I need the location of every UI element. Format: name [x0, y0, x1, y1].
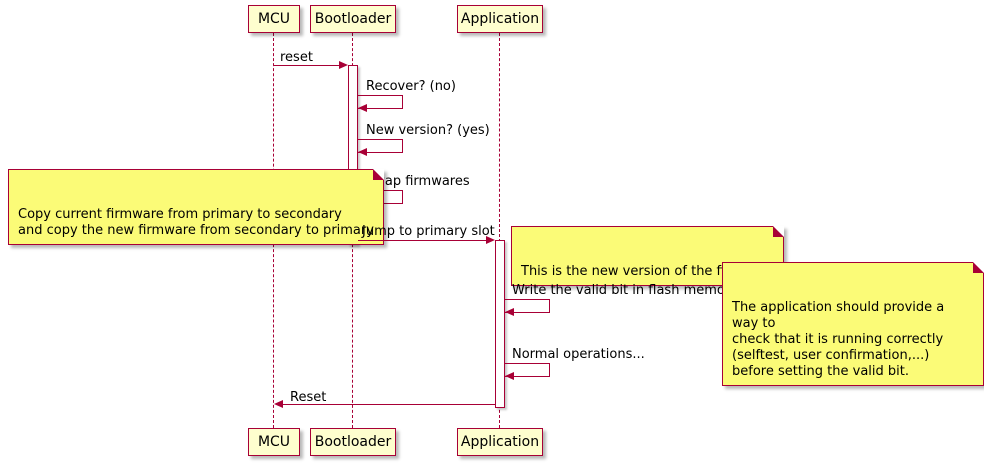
self-message-loop — [358, 95, 403, 109]
message-line — [283, 404, 495, 405]
self-message-loop — [505, 299, 550, 313]
message-line — [358, 240, 486, 241]
message-label: reset — [280, 50, 313, 65]
note-text: The application should provide a way to … — [732, 300, 945, 379]
arrowhead-left-icon — [505, 308, 514, 316]
participant-label: MCU — [257, 434, 291, 450]
note-copy-firmware: Copy current firmware from primary to se… — [8, 169, 384, 245]
arrowhead-left-icon — [274, 400, 283, 408]
note-fold-icon — [773, 226, 785, 237]
message-line — [274, 65, 339, 66]
self-message-loop — [358, 139, 403, 153]
participant-label: Application — [460, 434, 540, 450]
message-label: New version? (yes) — [366, 123, 490, 138]
note-fold-icon — [973, 262, 984, 273]
message-label: Jump to primary slot — [362, 224, 495, 239]
message-label: Recover? (no) — [366, 79, 456, 94]
lifeline-application — [499, 33, 500, 428]
note-text: Copy current firmware from primary to se… — [18, 207, 374, 238]
arrowhead-left-icon — [505, 372, 514, 380]
arrowhead-right-icon — [486, 236, 495, 244]
activation-application — [495, 240, 505, 408]
arrowhead-left-icon — [358, 148, 367, 156]
participant-application-bottom: Application — [457, 428, 543, 456]
participant-bootloader-top: Bootloader — [310, 5, 396, 33]
arrowhead-left-icon — [358, 104, 367, 112]
message-label: Write the valid bit in flash memory — [512, 283, 738, 298]
participant-mcu-bottom: MCU — [248, 428, 300, 456]
participant-mcu-top: MCU — [248, 5, 300, 33]
participant-label: MCU — [257, 11, 291, 27]
participant-application-top: Application — [457, 5, 543, 33]
message-label: Reset — [290, 390, 327, 405]
arrowhead-right-icon — [339, 61, 348, 69]
participant-label: Bootloader — [314, 11, 392, 27]
self-message-loop — [505, 363, 550, 377]
message-label: Normal operations... — [512, 347, 645, 362]
message-label: Swap firmwares — [366, 174, 470, 189]
note-new-version: This is the new version of the firmware — [511, 226, 785, 286]
note-selftest: The application should provide a way to … — [722, 262, 984, 386]
participant-bootloader-bottom: Bootloader — [310, 428, 396, 456]
participant-label: Application — [460, 11, 540, 27]
note-fold-icon — [372, 169, 384, 180]
participant-label: Bootloader — [314, 434, 392, 450]
